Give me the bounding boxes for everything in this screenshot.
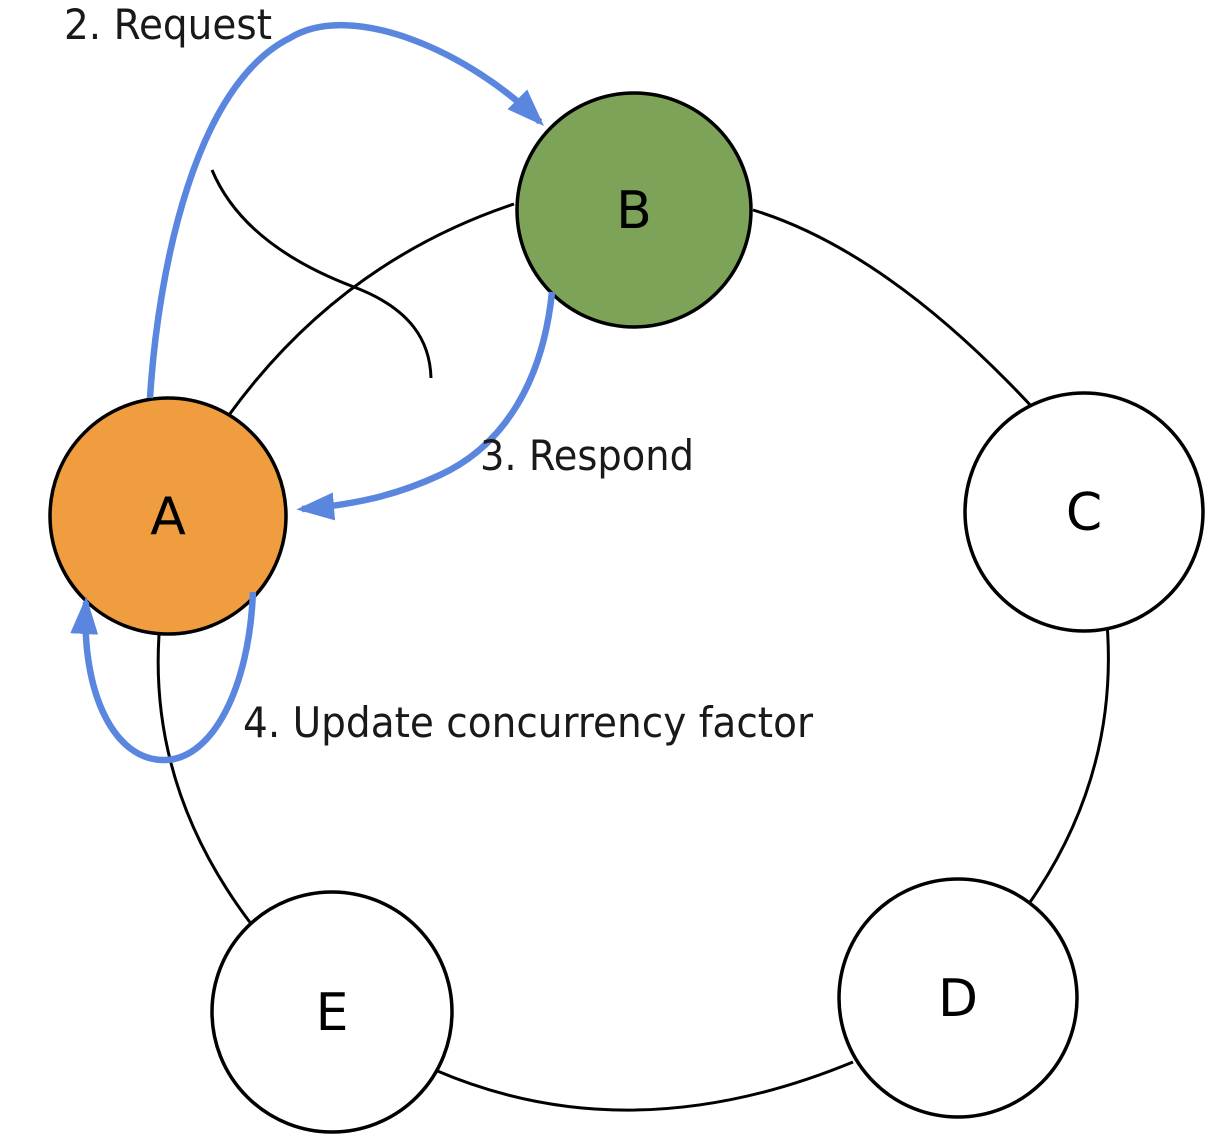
label-step-2-request: 2. Request	[64, 0, 272, 49]
label-step-4-update-concurrency-factor: 4. Update concurrency factor	[243, 698, 814, 747]
edge-c-d	[1026, 622, 1110, 906]
edge-d-e	[434, 1060, 854, 1112]
node-a: A	[48, 396, 288, 636]
node-e-circle	[210, 890, 454, 1134]
node-a-circle	[48, 396, 288, 636]
arrow-update-self-loop-a	[70, 591, 257, 764]
node-e-label: E	[316, 983, 349, 1043]
arrow-request-a-to-b	[146, 21, 545, 399]
edge-a-b	[227, 202, 515, 416]
node-c-circle	[963, 391, 1205, 633]
node-d-label: D	[938, 969, 978, 1029]
node-c-label: C	[1066, 483, 1102, 543]
node-d-circle	[837, 877, 1079, 1119]
node-e: E	[210, 890, 454, 1134]
node-b: B	[515, 91, 753, 329]
edge-b-c	[752, 208, 1035, 410]
node-b-label: B	[616, 181, 652, 241]
node-a-label: A	[150, 487, 186, 547]
node-b-circle	[515, 91, 753, 329]
node-d: D	[837, 877, 1079, 1119]
unlabeled-curve	[210, 169, 433, 379]
node-c: C	[963, 391, 1205, 633]
label-step-3-respond: 3. Respond	[480, 431, 694, 480]
arrow-respond-b-to-a	[296, 291, 556, 521]
edge-e-a	[156, 621, 254, 926]
